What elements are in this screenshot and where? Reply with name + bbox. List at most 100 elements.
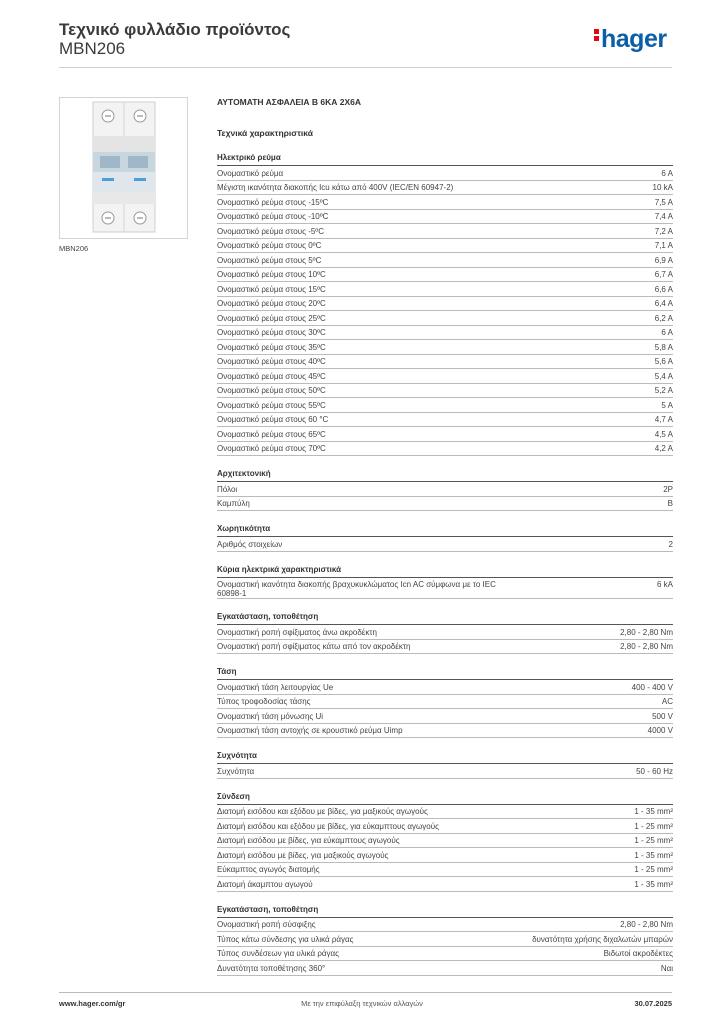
spec-value: B [667, 499, 673, 508]
spec-row: Ονομαστικό ρεύμα στους -5ºC 7,2 A [217, 224, 673, 239]
spec-value: 500 V [652, 711, 673, 721]
spec-value: 5,4 A [654, 371, 673, 381]
spec-value: 6,7 A [654, 270, 673, 279]
footer-disclaimer: Με την επιφύλαξη τεχνικών αλλαγών [301, 999, 423, 1008]
spec-value: 4000 V [647, 726, 673, 735]
spec-row: Διατομή εισόδου και εξόδου με βίδες, για… [217, 819, 673, 834]
spec-label: Ονομαστική τάση αντοχής σε κρουστικό ρεύ… [217, 726, 403, 735]
spec-label: Ονομαστικό ρεύμα στους 5ºC [217, 255, 322, 265]
spec-label: Διατομή άκαμπτου αγωγού [217, 879, 313, 889]
spec-value: 5 A [661, 400, 673, 410]
spec-label: Ονομαστικό ρεύμα στους 10ºC [217, 270, 326, 279]
spec-value: 6,2 A [654, 313, 673, 323]
spec-label: Ονομαστικό ρεύμα στους 55ºC [217, 400, 326, 410]
spec-row: Ονομαστική ροπή σφίξιματος άνω ακροδέκτη… [217, 625, 673, 640]
spec-label: Δυνατότητα τοποθέτησης 360° [217, 963, 326, 973]
spec-row: Διατομή εισόδου και εξόδου με βίδες, για… [217, 805, 673, 819]
spec-value: 2,80 - 2,80 Nm [620, 627, 673, 637]
spec-row: Ονομαστική ροπή σύσφιξης 2,80 - 2,80 Nm [217, 918, 673, 932]
spec-label: Διατομή εισόδου με βίδες, για εύκαμπτους… [217, 836, 400, 845]
spec-section-title: Αρχιτεκτονική [217, 469, 673, 482]
spec-label: Αριθμός στοιχείων [217, 539, 283, 549]
spec-value: 4,2 A [654, 444, 673, 453]
image-caption: MBN206 [59, 244, 89, 253]
spec-value: 7,2 A [654, 226, 673, 236]
spec-label: Τύπος συνδέσεων για υλικά ράγας [217, 949, 339, 958]
logo-text: hager [601, 25, 667, 53]
spec-section-title: Συχνότητα [217, 751, 673, 764]
spec-value: 2,80 - 2,80 Nm [620, 920, 673, 929]
spec-row: Αριθμός στοιχείων 2 [217, 537, 673, 552]
spec-label: Ονομαστικό ρεύμα [217, 168, 284, 178]
spec-label: Ονομαστικό ρεύμα στους 70ºC [217, 444, 326, 453]
spec-label: Ονομαστική ροπή σφίξιματος άνω ακροδέκτη [217, 627, 377, 637]
spec-label: Διατομή εισόδου και εξόδου με βίδες, για… [217, 821, 439, 831]
spec-label: Πόλοι [217, 484, 238, 494]
spec-row: Ονομαστική ροπή σφίξιματος κάτω από τον … [217, 640, 673, 654]
spec-value: 2,80 - 2,80 Nm [620, 642, 673, 651]
spec-label: Καμπύλη [217, 499, 250, 508]
spec-section-title: Ηλεκτρικό ρεύμα [217, 153, 673, 166]
spec-value: 4,7 A [654, 415, 673, 424]
spec-value: 6,9 A [654, 255, 673, 265]
spec-label: Συχνότητα [217, 766, 255, 776]
spec-value: Βιδωτοί ακροδέκτες [603, 949, 673, 958]
spec-row: Ονομαστική τάση αντοχής σε κρουστικό ρεύ… [217, 724, 673, 738]
spec-value: 6 A [661, 328, 673, 337]
footer-divider [59, 992, 672, 993]
spec-section-title: Τάση [217, 667, 673, 680]
spec-row: Ονομαστικό ρεύμα 6 A [217, 166, 673, 181]
spec-label: Ονομαστικό ρεύμα στους -15ºC [217, 197, 329, 207]
spec-value: Ναι [660, 963, 673, 973]
footer-website-link[interactable]: www.hager.com/gr [59, 999, 126, 1008]
spec-label: Ονομαστική ροπή σύσφιξης [217, 920, 316, 929]
spec-section-title: Κύρια ηλεκτρικά χαρακτηριστικά [217, 565, 673, 578]
spec-row: Ονομαστικό ρεύμα στους 30ºC 6 A [217, 326, 673, 340]
spec-row: Ονομαστικό ρεύμα στους 0ºC 7,1 A [217, 239, 673, 253]
spec-section-title: Χωρητικότητα [217, 524, 673, 537]
product-title: ΑΥΤΟΜΑΤΗ ΑΣΦΑΛΕΙΑ Β 6ΚΑ 2Χ6Α [217, 97, 362, 107]
spec-value: 2 [668, 539, 673, 549]
hager-logo[interactable]: hager [594, 25, 667, 54]
footer-date: 30.07.2025 [634, 999, 672, 1008]
spec-row: Ονομαστική ικανότητα διακοπής βραχυκυκλώ… [217, 578, 673, 599]
spec-value: 1 - 35 mm² [634, 850, 673, 860]
spec-label: Διατομή εισόδου και εξόδου με βίδες, για… [217, 807, 428, 816]
spec-value: 6 kA [656, 580, 673, 589]
spec-row: Ονομαστικό ρεύμα στους 25ºC 6,2 A [217, 311, 673, 326]
product-image [59, 97, 188, 239]
spec-value: 7,1 A [654, 241, 673, 250]
spec-value: 6 A [661, 168, 673, 178]
spec-row: Ονομαστικό ρεύμα στους 70ºC 4,2 A [217, 442, 673, 456]
spec-row: Ονομαστικό ρεύμα στους -15ºC 7,5 A [217, 195, 673, 210]
spec-value: 6,6 A [654, 284, 673, 294]
spec-value: 7,5 A [654, 197, 673, 207]
spec-label: Ονομαστικό ρεύμα στους 30ºC [217, 328, 326, 337]
spec-label: Τύπος τροφοδοσίας τάσης [217, 697, 311, 706]
spec-value: 400 - 400 V [631, 682, 673, 692]
header-divider [59, 67, 672, 68]
spec-row: Πόλοι 2P [217, 482, 673, 497]
spec-label: Ονομαστικό ρεύμα στους 25ºC [217, 313, 326, 323]
spec-value: 10 kA [652, 183, 673, 192]
spec-label: Ονομαστικό ρεύμα στους 35ºC [217, 342, 326, 352]
spec-value: 2P [663, 484, 673, 494]
spec-label: Ονομαστικό ρεύμα στους 20ºC [217, 299, 326, 308]
page-subtitle: MBN206 [59, 39, 126, 58]
spec-label: Ονομαστικό ρεύμα στους 0ºC [217, 241, 322, 250]
spec-label: Ονομαστικό ρεύμα στους -5ºC [217, 226, 325, 236]
